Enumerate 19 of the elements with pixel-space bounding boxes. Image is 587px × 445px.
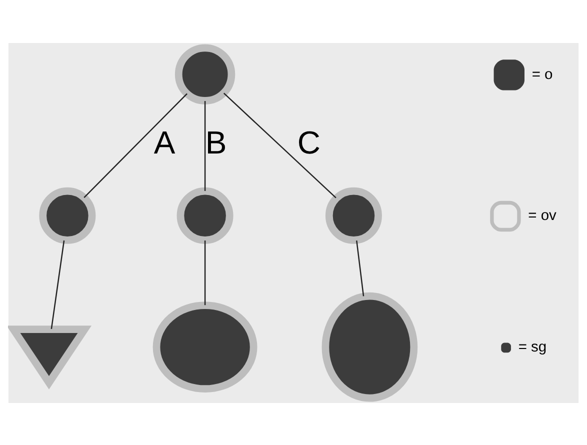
edge-label: C — [297, 124, 320, 160]
edge-label: A — [154, 124, 176, 160]
node-ellipse — [322, 292, 418, 402]
node-circle — [325, 186, 382, 244]
edge-label: B — [205, 124, 227, 160]
connector — [50, 240, 65, 329]
legend-label: = ov — [528, 208, 556, 224]
legend-label: = sg — [518, 339, 547, 356]
connector — [223, 92, 336, 198]
connector — [204, 240, 206, 305]
node-circle — [39, 186, 96, 244]
connector — [84, 92, 188, 198]
legend-label: = o — [532, 66, 553, 82]
node-circle — [174, 44, 236, 104]
connector — [204, 100, 206, 190]
node-triangle — [8, 325, 92, 389]
node-ellipse — [152, 301, 258, 392]
node-circle — [176, 186, 234, 244]
connector — [356, 240, 364, 296]
